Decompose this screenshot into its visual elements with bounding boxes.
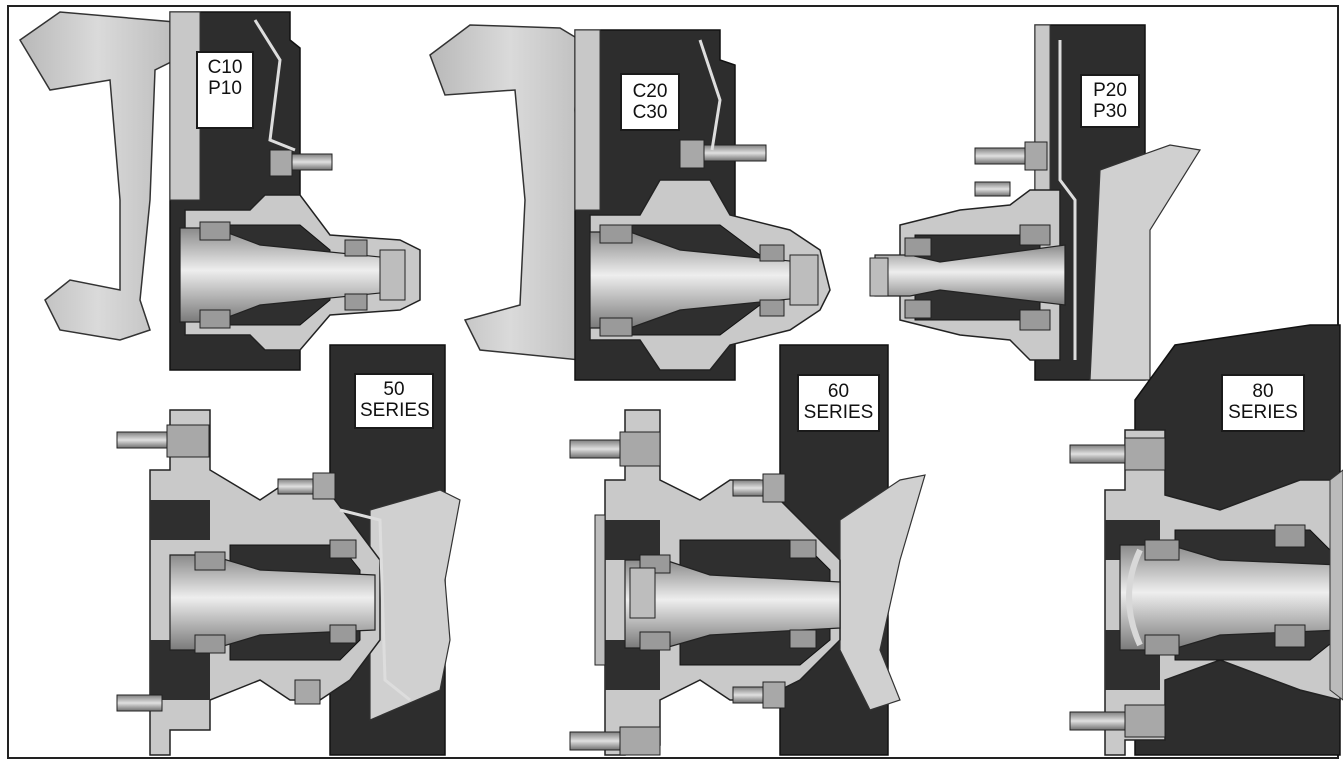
label-line: P30	[1093, 101, 1127, 122]
p20-p30-hub-assembly	[869, 24, 1201, 381]
label-line: 80	[1252, 381, 1274, 402]
label-50-series: 50 SERIES	[354, 373, 434, 429]
c20-c30-hub-assembly	[429, 24, 831, 381]
c10-p10-hub-assembly	[18, 11, 421, 371]
label-line: P20	[1093, 80, 1127, 101]
label-80-series: 80 SERIES	[1221, 374, 1305, 432]
label-line: SERIES	[803, 402, 874, 423]
label-line: C30	[632, 102, 668, 123]
label-line: P10	[208, 78, 242, 99]
50-series-hub-assembly	[116, 344, 461, 756]
label-line: SERIES	[1228, 402, 1298, 423]
label-c20-c30: C20 C30	[620, 73, 680, 131]
label-line: SERIES	[360, 400, 430, 421]
label-p20-p30: P20 P30	[1080, 74, 1140, 128]
label-line: 50	[383, 379, 405, 400]
label-60-series: 60 SERIES	[797, 374, 880, 432]
label-c10-p10: C10 P10	[196, 51, 254, 129]
label-line: C10	[207, 57, 243, 78]
label-line: C20	[632, 81, 668, 102]
label-line: 60	[827, 381, 850, 402]
80-series-hub-assembly	[1069, 324, 1343, 756]
60-series-hub-assembly	[569, 344, 926, 756]
